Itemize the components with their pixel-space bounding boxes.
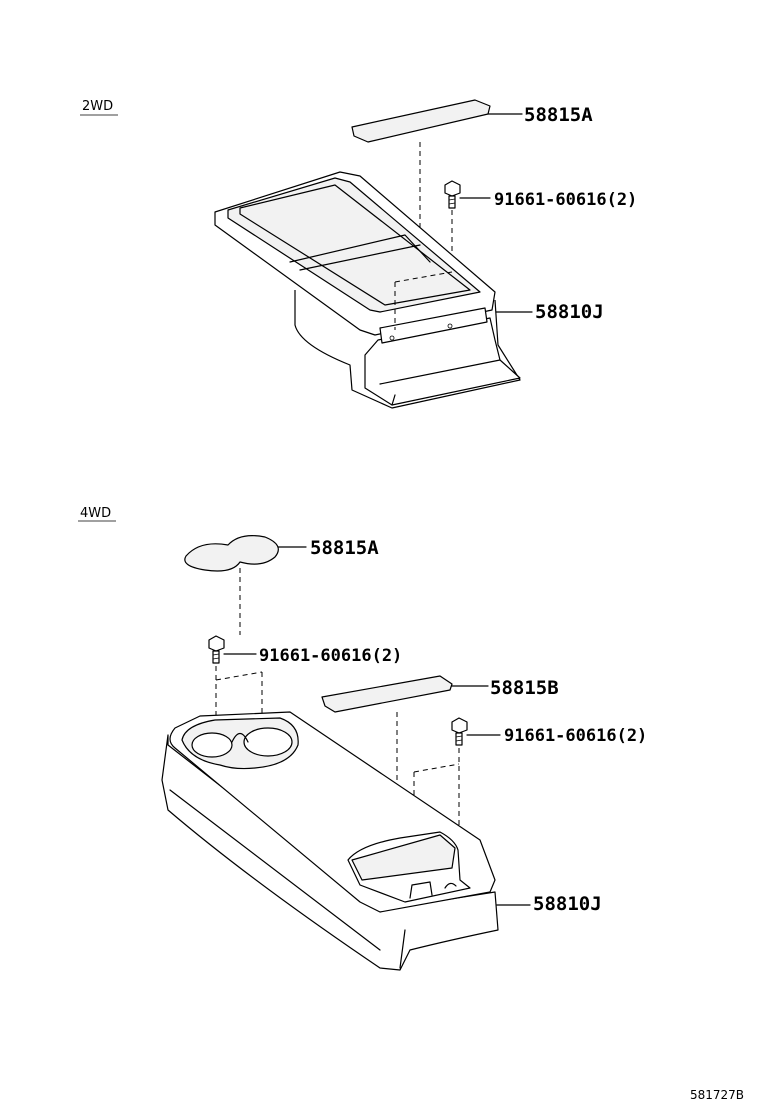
section-4wd: 4WD: [78, 506, 647, 971]
console-4wd-part: [161, 711, 531, 971]
label-console-4wd: 58810J: [533, 893, 602, 915]
label-bolt: 91661-60616(2): [494, 190, 637, 210]
section-2wd: 2WD: [80, 99, 637, 409]
cup-mat-part: [184, 535, 307, 635]
bolt-icon: [208, 635, 263, 745]
figure-code: 581727B: [690, 1088, 744, 1102]
label-bolt-left: 91661-60616(2): [259, 646, 402, 666]
lid-pad-part: [351, 99, 523, 268]
section-title-2wd: 2WD: [82, 99, 113, 114]
label-lid-pad: 58815A: [524, 104, 593, 126]
section-title-4wd: 4WD: [80, 506, 111, 521]
tray-mat-part: [321, 675, 489, 780]
label-bolt-right: 91661-60616(2): [504, 726, 647, 746]
console-2wd-part: [214, 171, 533, 409]
label-console-2wd: 58810J: [535, 301, 604, 323]
label-tray-mat: 58815B: [490, 677, 559, 699]
bolt-icon: [444, 180, 491, 295]
label-cup-mat: 58815A: [310, 537, 379, 559]
